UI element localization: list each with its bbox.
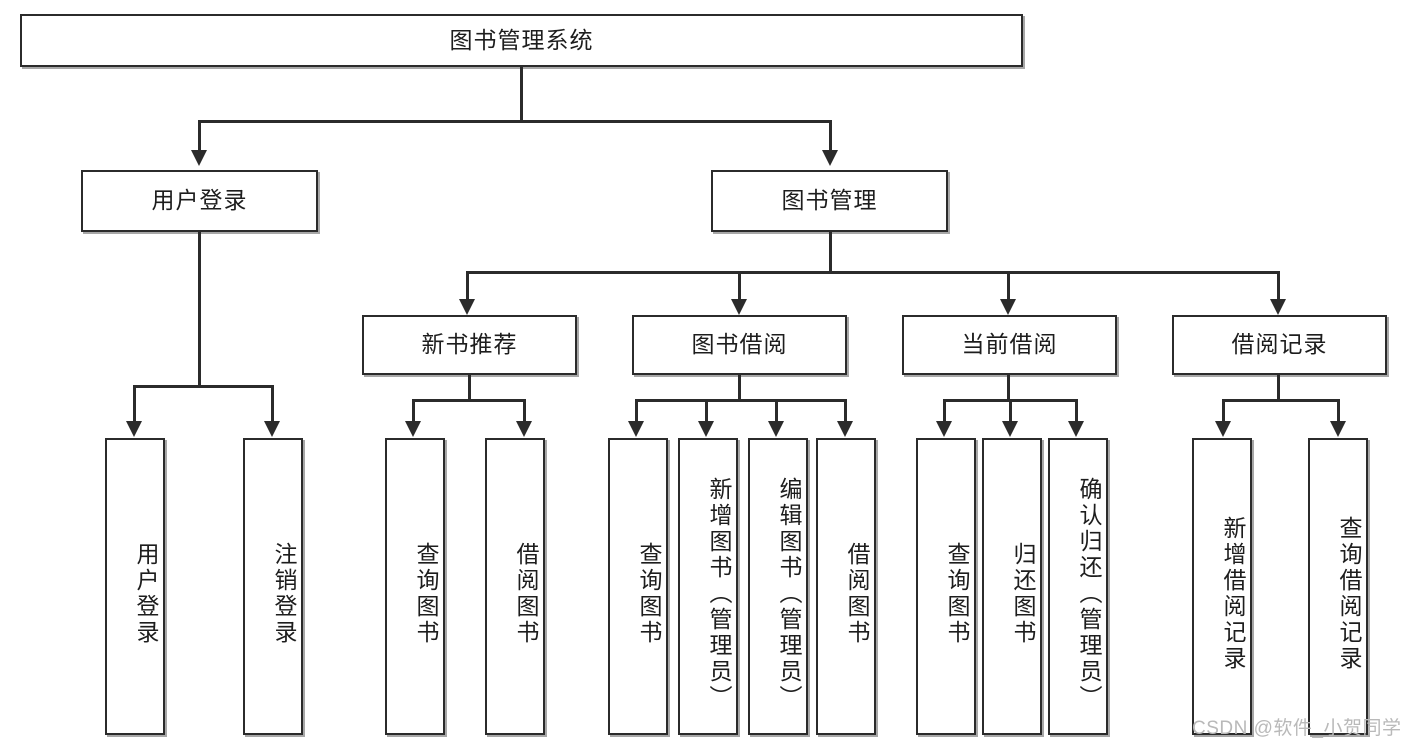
leaf-book-borrow-edit[interactable]: 编辑图书（管理员） <box>748 438 808 735</box>
edge-book-mgmt-stem <box>829 232 832 271</box>
arrow-book-mgmt-to-l3-2 <box>1000 299 1016 315</box>
node-new-book-recommend[interactable]: 新书推荐 <box>362 315 577 375</box>
edge-user-login-bus <box>133 385 273 388</box>
node-label: 借阅图书 <box>844 541 870 646</box>
edge-root-to-book-mgmt <box>829 120 832 150</box>
edge-borrow-records-to-leaf-0 <box>1222 399 1225 421</box>
node-label: 查询图书 <box>944 541 970 646</box>
edge-book-mgmt-to-l3-1 <box>738 271 741 299</box>
node-book-management[interactable]: 图书管理 <box>711 170 948 232</box>
edge-book-borrow-to-leaf-2 <box>775 399 778 421</box>
node-label: 确认归还（管理员） <box>1076 476 1102 711</box>
edge-borrow-records-stem <box>1277 375 1280 399</box>
arrow-book-borrow-to-leaf-0 <box>628 421 644 437</box>
edge-root-stem <box>520 67 523 120</box>
leaf-user-login-logout[interactable]: 注销登录 <box>243 438 303 735</box>
edge-book-borrow-to-leaf-1 <box>705 399 708 421</box>
edge-borrow-records-to-leaf-1 <box>1337 399 1340 421</box>
edge-book-mgmt-to-l3-3 <box>1277 271 1280 299</box>
arrow-current-borrow-to-leaf-2 <box>1068 421 1084 437</box>
edge-borrow-records-bus <box>1222 399 1340 402</box>
node-label: 查询借阅记录 <box>1336 515 1362 672</box>
arrow-book-borrow-to-leaf-3 <box>837 421 853 437</box>
node-root-system[interactable]: 图书管理系统 <box>20 14 1023 67</box>
node-label: 用户登录 <box>151 187 248 214</box>
arrow-book-mgmt-to-l3-3 <box>1270 299 1286 315</box>
node-label: 归还图书 <box>1010 541 1036 646</box>
edge-current-borrow-stem <box>1007 375 1010 399</box>
arrow-current-borrow-to-leaf-1 <box>1002 421 1018 437</box>
edge-new-book-to-leaf-1 <box>523 399 526 421</box>
node-label: 图书管理 <box>781 187 878 214</box>
node-label: 新书推荐 <box>421 331 518 358</box>
leaf-book-borrow-borrow[interactable]: 借阅图书 <box>816 438 876 735</box>
arrow-new-book-to-leaf-1 <box>516 421 532 437</box>
leaf-book-borrow-query[interactable]: 查询图书 <box>608 438 668 735</box>
node-label: 当前借阅 <box>961 331 1058 358</box>
leaf-new-book-query[interactable]: 查询图书 <box>385 438 445 735</box>
edge-current-borrow-to-leaf-1 <box>1009 399 1012 421</box>
leaf-new-book-borrow[interactable]: 借阅图书 <box>485 438 545 735</box>
node-user-login[interactable]: 用户登录 <box>81 170 318 232</box>
node-label: 图书借阅 <box>691 331 788 358</box>
arrow-new-book-to-leaf-0 <box>405 421 421 437</box>
arrow-current-borrow-to-leaf-0 <box>936 421 952 437</box>
arrow-user-login-to-leaf-1 <box>264 421 280 437</box>
node-label: 查询图书 <box>636 541 662 646</box>
node-label: 编辑图书（管理员） <box>776 476 802 711</box>
leaf-book-borrow-add[interactable]: 新增图书（管理员） <box>678 438 738 735</box>
edge-book-mgmt-to-l3-2 <box>1007 271 1010 299</box>
node-label: 新增借阅记录 <box>1220 515 1246 672</box>
leaf-current-borrow-query[interactable]: 查询图书 <box>916 438 976 735</box>
arrow-book-borrow-to-leaf-2 <box>768 421 784 437</box>
node-book-borrow[interactable]: 图书借阅 <box>632 315 847 375</box>
csdn-watermark: CSDN @软件_小贺同学 <box>1192 718 1402 739</box>
edge-root-to-user-login <box>198 120 201 150</box>
node-label: 用户登录 <box>133 541 159 646</box>
arrow-book-borrow-to-leaf-1 <box>698 421 714 437</box>
arrow-book-mgmt-to-l3-0 <box>459 299 475 315</box>
node-label: 注销登录 <box>271 541 297 646</box>
edge-user-login-to-leaf-1 <box>271 385 274 421</box>
leaf-user-login-login[interactable]: 用户登录 <box>105 438 165 735</box>
node-borrow-records[interactable]: 借阅记录 <box>1172 315 1387 375</box>
edge-book-borrow-stem <box>738 375 741 399</box>
edge-current-borrow-to-leaf-0 <box>943 399 946 421</box>
node-label: 借阅图书 <box>513 541 539 646</box>
arrow-root-to-user-login <box>191 150 207 166</box>
arrow-borrow-records-to-leaf-1 <box>1330 421 1346 437</box>
leaf-current-borrow-confirm-return[interactable]: 确认归还（管理员） <box>1048 438 1108 735</box>
edge-user-login-to-leaf-0 <box>133 385 136 421</box>
edge-user-login-stem <box>198 232 201 385</box>
node-current-borrow[interactable]: 当前借阅 <box>902 315 1117 375</box>
leaf-borrow-records-add[interactable]: 新增借阅记录 <box>1192 438 1252 735</box>
edge-book-mgmt-to-l3-0 <box>466 271 469 299</box>
edge-book-borrow-bus <box>635 399 847 402</box>
arrow-root-to-book-mgmt <box>822 150 838 166</box>
edge-root-bus <box>198 120 832 123</box>
arrow-book-mgmt-to-l3-1 <box>731 299 747 315</box>
node-label: 图书管理系统 <box>449 26 594 53</box>
edge-book-borrow-to-leaf-3 <box>844 399 847 421</box>
arrow-user-login-to-leaf-0 <box>126 421 142 437</box>
edge-new-book-to-leaf-0 <box>412 399 415 421</box>
edge-new-book-bus <box>412 399 526 402</box>
edge-book-mgmt-bus <box>466 271 1280 274</box>
node-label: 查询图书 <box>413 541 439 646</box>
leaf-borrow-records-query[interactable]: 查询借阅记录 <box>1308 438 1368 735</box>
edge-new-book-stem <box>468 375 471 399</box>
node-label: 新增图书（管理员） <box>706 476 732 711</box>
leaf-current-borrow-return[interactable]: 归还图书 <box>982 438 1042 735</box>
node-label: 借阅记录 <box>1231 331 1328 358</box>
arrow-borrow-records-to-leaf-0 <box>1215 421 1231 437</box>
edge-book-borrow-to-leaf-0 <box>635 399 638 421</box>
edge-current-borrow-to-leaf-2 <box>1075 399 1078 421</box>
